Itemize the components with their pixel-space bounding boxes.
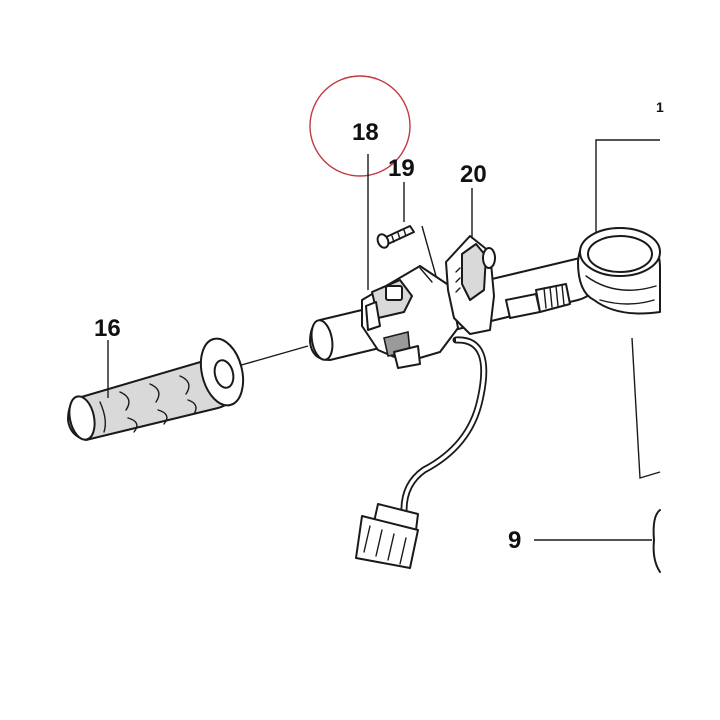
callout-grip: 16 — [94, 315, 121, 342]
mounting-ring — [577, 227, 661, 315]
highlight-circle — [309, 75, 411, 177]
bracket-fragment — [652, 509, 661, 573]
ring-lower-leader — [631, 337, 661, 479]
callout-switch: 18 — [352, 119, 379, 146]
switch-housing — [361, 265, 459, 369]
screw — [376, 225, 415, 249]
switch-cable — [400, 336, 488, 514]
handlebar-grip — [67, 357, 237, 441]
callout-clamp: 20 — [460, 161, 487, 188]
callout-bracket: 9 — [508, 527, 521, 554]
callout-edge-mark: 1 — [656, 99, 664, 115]
handlebar-clamp — [445, 235, 496, 335]
ring-leader — [595, 139, 660, 232]
cable-connector — [355, 503, 419, 569]
bar-adjuster — [505, 283, 571, 319]
grip-washer — [199, 337, 245, 407]
grip-axis-line — [237, 345, 309, 367]
callout-screw: 19 — [388, 155, 415, 182]
screw-leader — [403, 182, 437, 277]
